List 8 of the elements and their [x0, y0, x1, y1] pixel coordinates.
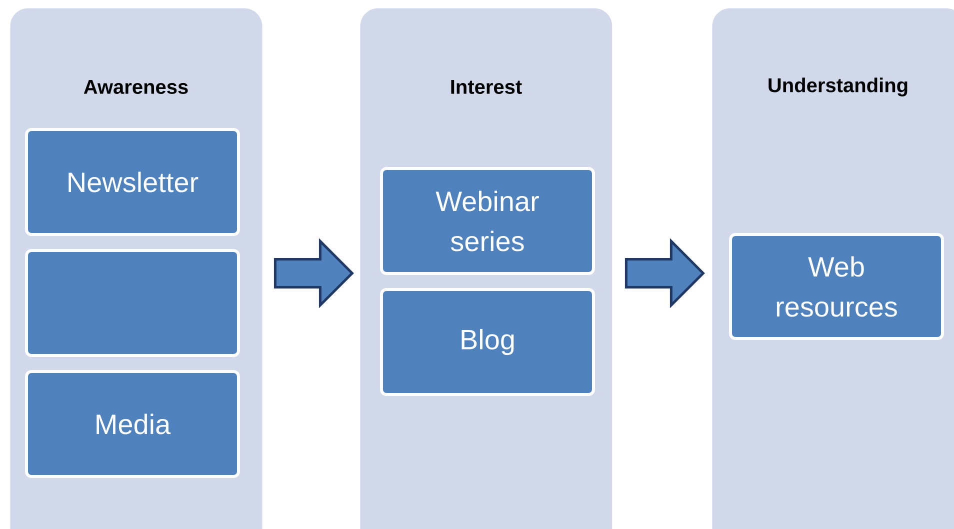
block-arrow — [274, 238, 354, 308]
channel-box: Webinar series — [380, 167, 595, 275]
channel-box: Blog — [380, 288, 595, 396]
block-arrow — [624, 238, 705, 308]
channel-box: Media — [25, 370, 240, 478]
channel-box: Newsletter — [25, 128, 240, 236]
channel-box — [25, 249, 240, 357]
channel-box: Web resources — [729, 233, 944, 340]
